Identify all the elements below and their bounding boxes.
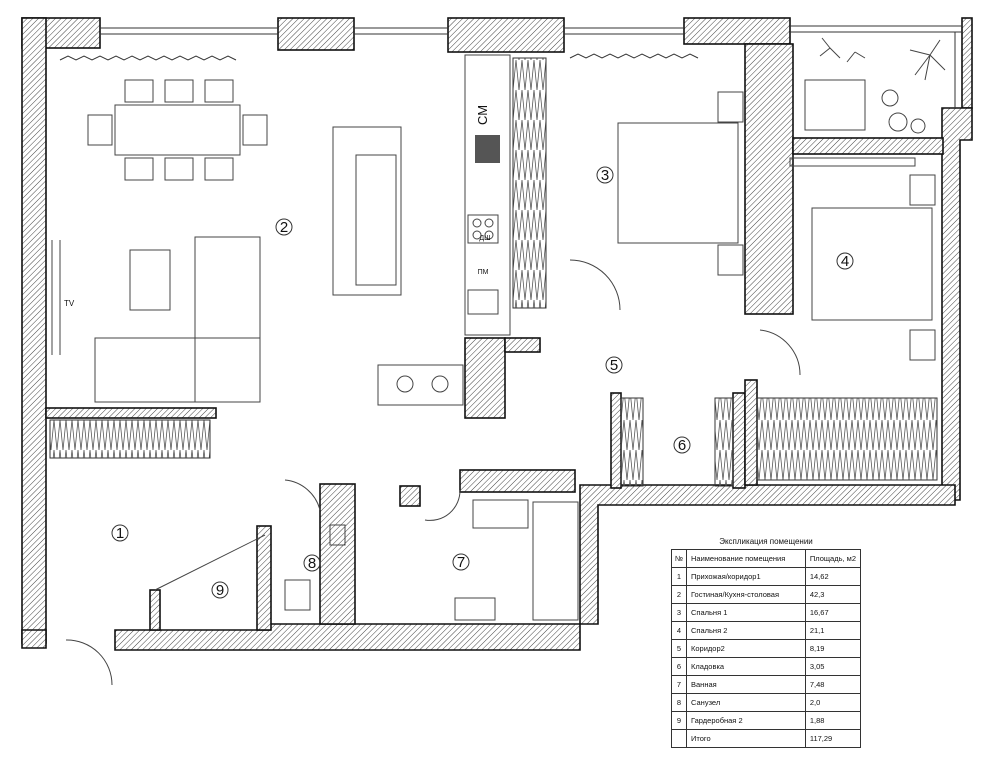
cooktop-icon — [467, 214, 499, 244]
room-number: 7 — [457, 554, 465, 571]
sink-icon — [467, 289, 499, 315]
kitchen-unit — [377, 54, 511, 406]
sofa — [332, 126, 402, 296]
room-number: 5 — [610, 357, 618, 374]
washer-label: СМ — [475, 105, 490, 125]
legend-num: 8 — [671, 693, 687, 712]
legend-area: 14,62 — [804, 567, 862, 586]
legend-area: 21,1 — [804, 621, 862, 640]
room-number: 3 — [601, 167, 609, 184]
room-number: 6 — [678, 437, 686, 454]
legend-name: Спальня 2 — [686, 621, 806, 640]
legend-area: 7,48 — [804, 675, 862, 694]
room-legend: Экспликация помещении № Наименование пом… — [671, 535, 862, 748]
room-number: 9 — [216, 582, 224, 599]
room-markers: 2 3 4 5 6 1 7 8 9 — [111, 166, 854, 599]
bedroom-1-furniture — [617, 91, 744, 276]
legend-name: Санузел — [686, 693, 806, 712]
exterior-walls — [21, 17, 973, 651]
legend-caption: Экспликация помещении — [719, 537, 813, 546]
legend-area: 16,67 — [804, 603, 862, 622]
dishwasher-label: ПМ — [478, 269, 489, 276]
legend-name: Кладовка — [686, 657, 806, 676]
legend-header-row: № Наименование помещения Площадь, м2 — [671, 549, 862, 568]
doors — [65, 259, 801, 686]
legend-area: 2,0 — [804, 693, 862, 712]
wardrobes — [49, 57, 938, 487]
legend-name: Прихожая/коридор1 — [686, 567, 806, 586]
bathroom-fixtures — [284, 499, 579, 621]
legend-name: Ванная — [686, 675, 806, 694]
legend-area: 1,88 — [804, 711, 862, 730]
legend-num: 1 — [671, 567, 687, 586]
legend-area: 42,3 — [804, 585, 862, 604]
shower-label: ДШ — [479, 235, 490, 242]
room-number: 8 — [308, 555, 316, 572]
balcony-plants — [804, 37, 946, 134]
legend-total-area: 117,29 — [804, 729, 862, 748]
legend-area: 3,05 — [804, 657, 862, 676]
corner-sofa — [194, 236, 261, 403]
bedroom-2-furniture — [789, 157, 936, 361]
legend-header-num: № — [671, 549, 687, 568]
legend-num: 6 — [671, 657, 687, 676]
legend-area: 8,19 — [804, 639, 862, 658]
oven-icon — [475, 135, 500, 163]
legend-name: Спальня 1 — [686, 603, 806, 622]
legend-num: 9 — [671, 711, 687, 730]
tv-label: TV — [64, 299, 75, 308]
room-number: 4 — [841, 253, 849, 270]
legend-num: 2 — [671, 585, 687, 604]
legend-num: 3 — [671, 603, 687, 622]
legend-name: Гардеробная 2 — [686, 711, 806, 730]
legend-num: 7 — [671, 675, 687, 694]
room-number: 1 — [116, 525, 124, 542]
legend-total-name: Итого — [686, 729, 806, 748]
bed — [811, 207, 933, 321]
room-number: 2 — [280, 219, 288, 236]
bed — [617, 122, 739, 244]
interior-walls — [45, 337, 758, 631]
legend-header-area: Площадь, м2 — [804, 549, 862, 568]
toilet-icon — [284, 579, 311, 611]
legend-header-name: Наименование помещения — [686, 549, 806, 568]
dining-table — [114, 104, 241, 156]
windows — [59, 25, 962, 108]
living-furniture — [51, 79, 402, 403]
legend-num: 4 — [671, 621, 687, 640]
bathtub — [532, 501, 579, 621]
legend-name: Гостиная/Кухня-столовая — [686, 585, 806, 604]
legend-name: Коридор2 — [686, 639, 806, 658]
legend-num: 5 — [671, 639, 687, 658]
